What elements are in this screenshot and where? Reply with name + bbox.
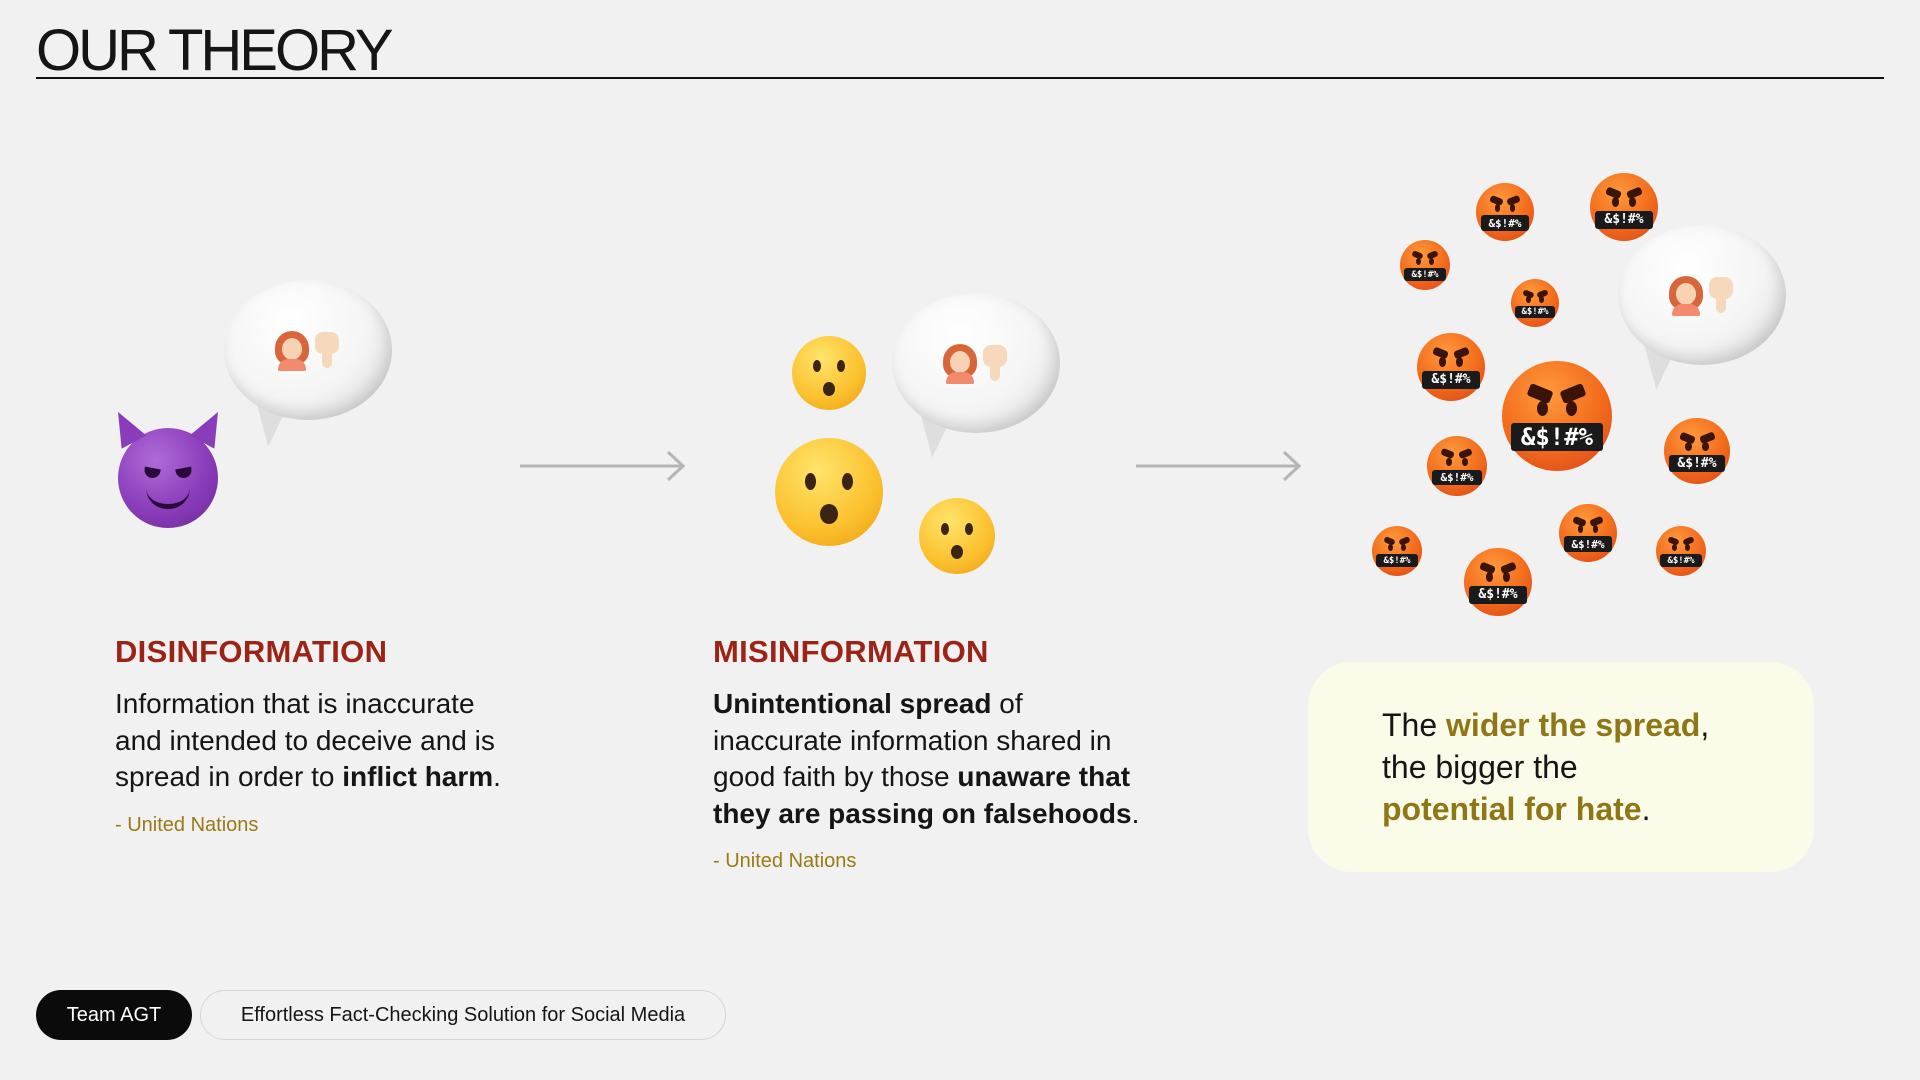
disinformation-definition: Information that is inaccurate and inten… xyxy=(115,688,501,792)
callout-text: The wider the spread, the bigger the pot… xyxy=(1382,707,1710,827)
cursing-face-icon: &$!#% xyxy=(1559,504,1617,562)
arrow-right-icon xyxy=(520,450,686,482)
cursing-face-icon: &$!#% xyxy=(1511,279,1559,327)
team-badge: Team AGT xyxy=(36,990,192,1040)
page-title: OUR THEORY xyxy=(36,18,394,83)
cursing-face-icon: &$!#% xyxy=(1464,548,1532,616)
speech-bubble-icon xyxy=(224,280,392,450)
hushed-face-icon xyxy=(775,438,883,546)
woman-thumbs-down-icon xyxy=(224,280,392,420)
arrow-right-icon xyxy=(1136,450,1302,482)
cursing-face-icon: &$!#% xyxy=(1427,436,1487,496)
smiling-devil-icon xyxy=(105,405,231,528)
cursing-face-icon: &$!#% xyxy=(1476,183,1534,241)
woman-thumbs-down-icon xyxy=(1618,225,1786,365)
woman-thumbs-down-icon xyxy=(892,293,1060,433)
disinformation-source: - United Nations xyxy=(115,814,259,836)
cursing-face-icon: &$!#% xyxy=(1590,173,1658,241)
disinformation-heading: DISINFORMATION xyxy=(115,634,388,669)
misinformation-heading: MISINFORMATION xyxy=(713,634,989,669)
hate-callout-box: The wider the spread, the bigger the pot… xyxy=(1308,662,1814,872)
cursing-face-icon: &$!#% xyxy=(1656,526,1706,576)
cursing-face-icon: &$!#% xyxy=(1664,418,1730,484)
speech-bubble-icon xyxy=(892,293,1060,463)
hushed-face-icon xyxy=(792,336,866,410)
cursing-face-icon: &$!#% xyxy=(1502,361,1612,471)
tagline-badge: Effortless Fact-Checking Solution for So… xyxy=(200,990,726,1040)
cursing-face-icon: &$!#% xyxy=(1417,333,1485,401)
misinformation-source: - United Nations xyxy=(713,850,857,872)
speech-bubble-icon xyxy=(1618,225,1786,395)
title-divider xyxy=(36,77,1884,79)
cursing-face-icon: &$!#% xyxy=(1400,240,1450,290)
misinformation-definition: Unintentional spread of inaccurate infor… xyxy=(713,688,1140,829)
cursing-face-icon: &$!#% xyxy=(1372,526,1422,576)
hushed-face-icon xyxy=(919,498,995,574)
